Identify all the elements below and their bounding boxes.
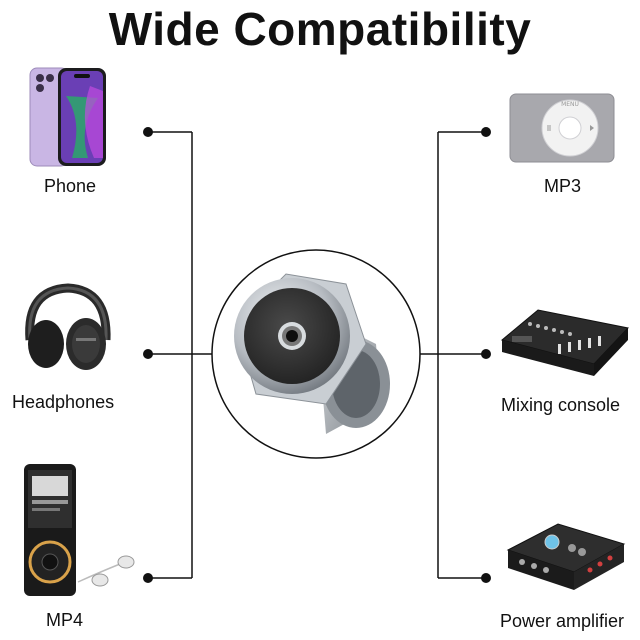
audio-jack-socket-icon bbox=[211, 249, 421, 459]
mixing-console-icon bbox=[500, 309, 629, 376]
mixing-console-connector-dot bbox=[481, 349, 491, 359]
svg-text:MENU: MENU bbox=[561, 101, 579, 108]
mp3-label: MP3 bbox=[544, 176, 582, 196]
power-amplifier-label: Power amplifier bbox=[500, 611, 625, 631]
phone-connector-dot bbox=[143, 127, 153, 137]
phone-label: Phone bbox=[44, 176, 97, 196]
mixing-console-label: Mixing console bbox=[501, 395, 621, 415]
page-title: Wide Compatibility bbox=[108, 3, 532, 55]
headphones-connector-dot bbox=[143, 349, 153, 359]
headphones-icon bbox=[25, 283, 111, 370]
mp4-player-icon bbox=[24, 464, 135, 596]
power-amplifier-connector-dot bbox=[481, 573, 491, 583]
phone-icon bbox=[29, 67, 106, 167]
mp3-connector-dot bbox=[481, 127, 491, 137]
mp4-label: MP4 bbox=[46, 610, 84, 630]
mp4-connector-dot bbox=[143, 573, 153, 583]
headphones-label: Headphones bbox=[12, 392, 115, 412]
power-amplifier-icon bbox=[506, 523, 626, 590]
mp3-player-icon: MENU bbox=[509, 93, 615, 163]
